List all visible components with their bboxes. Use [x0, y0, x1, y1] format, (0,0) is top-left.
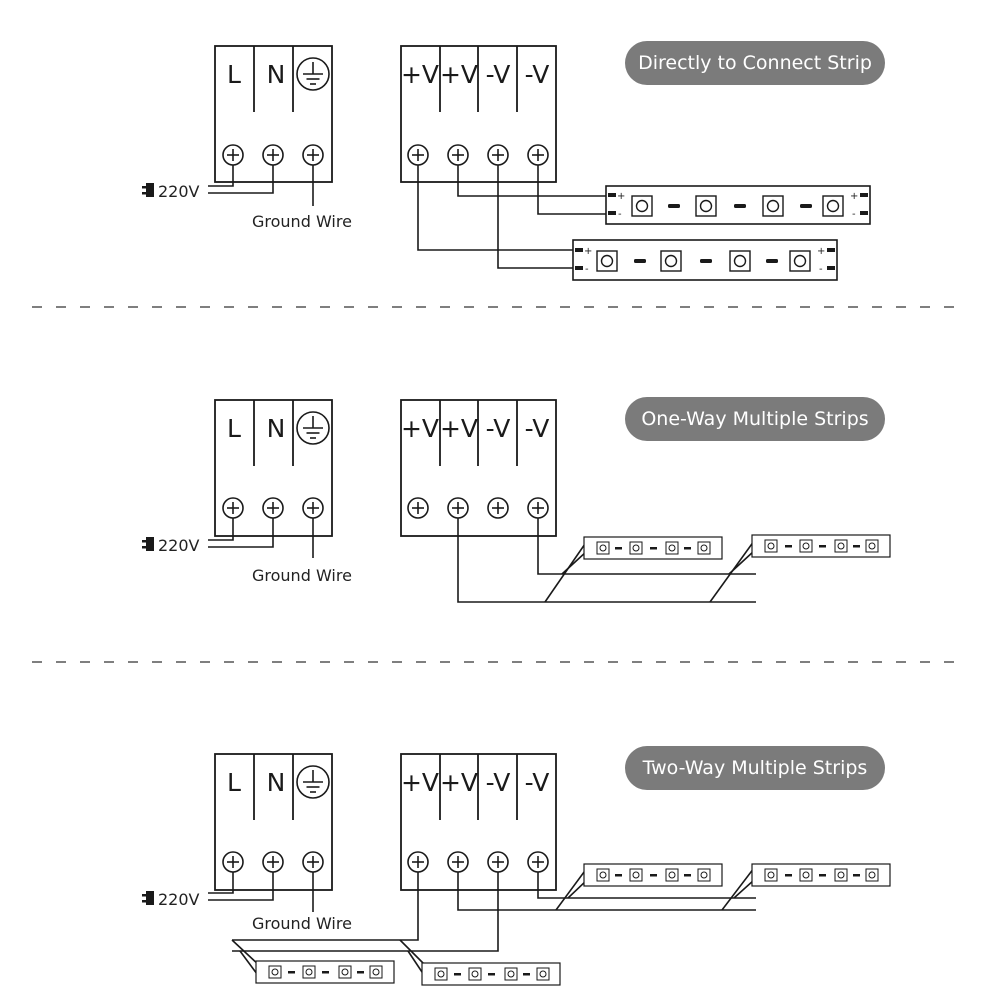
screw-terminal-icon — [222, 144, 324, 166]
psu-terminal-block — [400, 753, 557, 891]
psu-label-v2: +V — [440, 60, 478, 89]
ground-symbol-icon — [296, 411, 330, 445]
polarity-minus: - — [852, 209, 856, 220]
terminal-label-l: L — [227, 414, 241, 443]
right-bus-wires — [457, 867, 756, 911]
psu-terminal-block — [400, 399, 557, 537]
screw-terminal-icon — [407, 497, 549, 519]
screw-terminal-icon — [407, 851, 549, 873]
psu-terminal-block — [400, 45, 557, 183]
section-title-direct: Directly to Connect Strip — [625, 41, 885, 85]
output-wires — [417, 165, 612, 269]
mains-input-wires — [208, 872, 314, 912]
led-strip: + - + - — [605, 185, 871, 225]
terminal-label-n: N — [267, 60, 286, 89]
psu-label-v1: +V — [401, 414, 439, 443]
ground-wire-label: Ground Wire — [252, 914, 352, 933]
psu-label-v1: +V — [401, 60, 439, 89]
voltage-label: 220V — [158, 536, 200, 555]
led-strip-small — [421, 962, 561, 986]
ground-symbol-icon — [296, 57, 330, 91]
led-strip: + - + - — [572, 239, 838, 281]
led-strip-small — [255, 960, 395, 984]
psu-label-v3: -V — [486, 60, 511, 89]
polarity-minus: - — [585, 264, 589, 275]
psu-label-v2: +V — [440, 414, 478, 443]
led-strip-small — [583, 536, 723, 560]
section-title-two-way: Two-Way Multiple Strips — [625, 746, 885, 790]
mains-input-wires — [208, 165, 314, 206]
polarity-plus: + — [850, 191, 858, 202]
plug-icon — [142, 183, 154, 197]
polarity-plus: + — [617, 191, 625, 202]
output-bus-wires — [457, 518, 756, 603]
polarity-minus: - — [819, 264, 823, 275]
ground-symbol-icon — [296, 765, 330, 799]
screw-terminal-icon — [222, 851, 324, 873]
psu-label-v3: -V — [486, 768, 511, 797]
ground-wire-label: Ground Wire — [252, 566, 352, 585]
psu-label-v2: +V — [440, 768, 478, 797]
screw-terminal-icon — [222, 497, 324, 519]
section-one-way: L N 220V Ground Wire — [142, 399, 891, 603]
polarity-minus: - — [618, 209, 622, 220]
terminal-label-n: N — [267, 414, 286, 443]
polarity-plus: + — [817, 246, 825, 257]
psu-label-v4: -V — [525, 768, 550, 797]
psu-label-v4: -V — [525, 60, 550, 89]
terminal-label-l: L — [227, 768, 241, 797]
section-two-way: L N 220V Ground Wire — [142, 753, 891, 986]
section-direct: L N 220V Ground Wire — [142, 45, 871, 281]
psu-label-v4: -V — [525, 414, 550, 443]
screw-terminal-icon — [407, 144, 549, 166]
ground-wire-label: Ground Wire — [252, 212, 352, 231]
terminal-label-l: L — [227, 60, 241, 89]
mains-input-wires — [208, 518, 314, 558]
voltage-label: 220V — [158, 890, 200, 909]
polarity-plus: + — [584, 246, 592, 257]
section-title-one-way: One-Way Multiple Strips — [625, 397, 885, 441]
plug-icon — [142, 891, 154, 905]
terminal-label-n: N — [267, 768, 286, 797]
voltage-label: 220V — [158, 182, 200, 201]
psu-label-v1: +V — [401, 768, 439, 797]
plug-icon — [142, 537, 154, 551]
led-strip-small — [751, 863, 891, 887]
psu-label-v3: -V — [486, 414, 511, 443]
led-strip-small — [751, 534, 891, 558]
led-strip-small — [583, 863, 723, 887]
